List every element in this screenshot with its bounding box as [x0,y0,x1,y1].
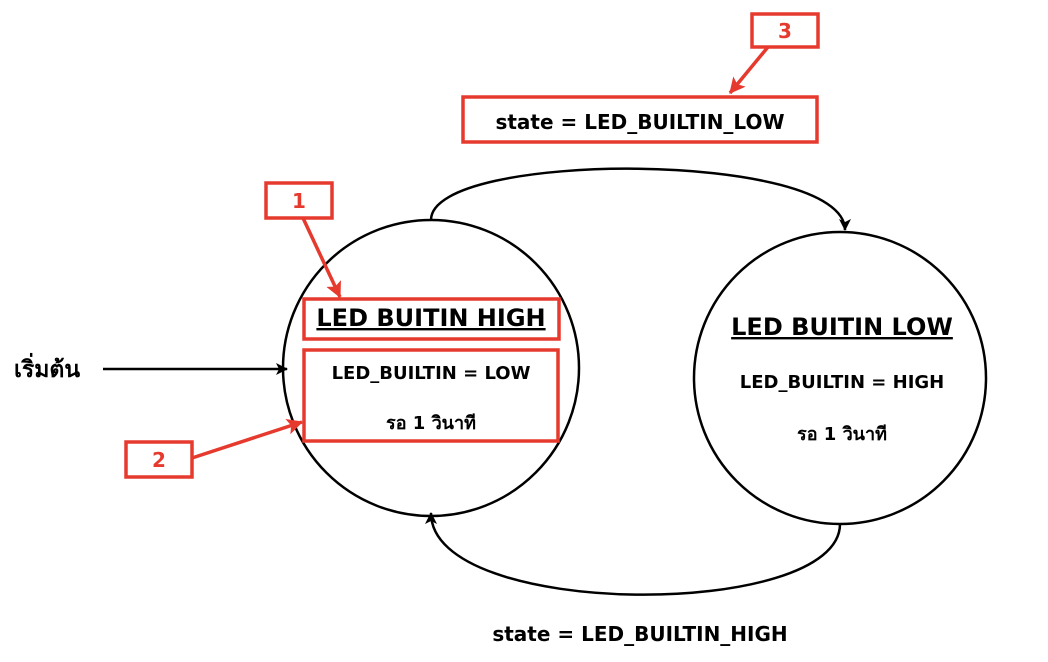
callout-1-number: 1 [292,189,306,213]
transition-label-to-low: state = LED_BUILTIN_LOW [495,110,784,134]
callout-2-number: 2 [152,448,166,472]
state-high-title: LED BUITIN HIGH [316,304,545,332]
callout-1-box [264,181,334,220]
callout-2-box [124,440,194,479]
callout-3-arrow [728,45,770,95]
state-low-title: LED BUITIN LOW [731,313,953,341]
highlight-state-action-box [302,348,560,443]
state-low-wait: รอ 1 วินาที [797,424,887,445]
transition-label-to-high: state = LED_BUILTIN_HIGH [492,622,787,646]
highlight-transition-box [461,95,819,144]
state-high-wait: รอ 1 วินาที [386,413,476,434]
transition-arrow-to-low [429,167,851,231]
highlight-state-title-box [302,297,561,341]
callout-3-box [750,12,820,49]
transition-arrow-to-high [425,512,842,596]
state-high-action: LED_BUILTIN = LOW [332,363,531,384]
callout-1-arrow [301,217,342,299]
start-label: เริ่มต้น [14,352,80,383]
callout-3-number: 3 [778,19,792,43]
callout-2-arrow [191,419,304,460]
state-low-action: LED_BUILTIN = HIGH [740,372,945,393]
